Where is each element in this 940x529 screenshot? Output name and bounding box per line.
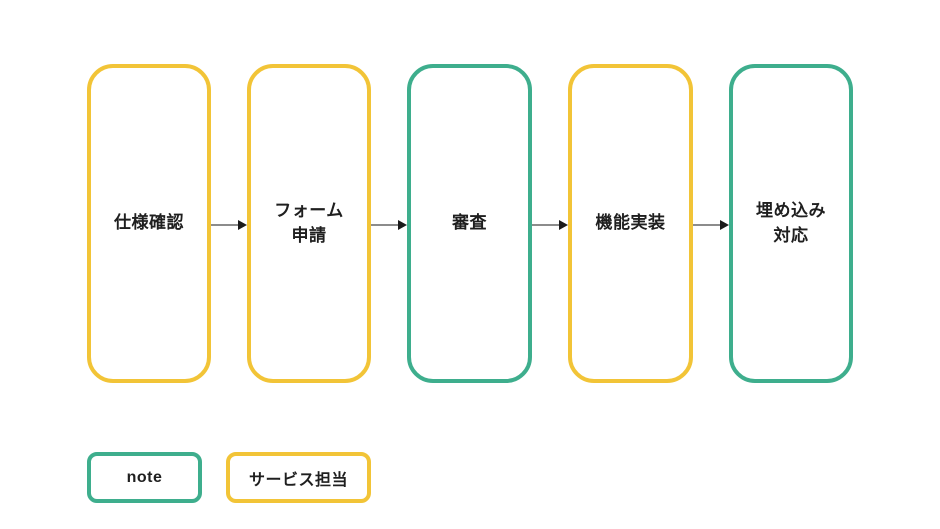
flow-arrow xyxy=(211,219,247,231)
flow-node-2: フォーム 申請 xyxy=(247,64,371,383)
legend-item-label: サービス担当 xyxy=(248,471,348,489)
arrow-line xyxy=(532,224,562,226)
arrow-line xyxy=(211,224,241,226)
arrow-head-icon xyxy=(398,220,407,230)
flow-node-label: フォーム 申請 xyxy=(274,200,344,245)
arrow-head-icon xyxy=(238,220,247,230)
flow-node-label: 仕様確認 xyxy=(114,213,184,233)
flow-arrow xyxy=(532,219,568,231)
flow-arrow xyxy=(371,219,407,231)
legend-item-service: サービス担当 xyxy=(226,452,371,503)
flow-node-label: 審査 xyxy=(452,213,487,233)
flow-arrow xyxy=(693,219,729,231)
flow-node-3: 審査 xyxy=(407,64,532,383)
flow-node-label: 埋め込み 対応 xyxy=(756,200,826,245)
arrow-head-icon xyxy=(559,220,568,230)
legend-item-note: note xyxy=(87,452,202,503)
arrow-line xyxy=(371,224,401,226)
flow-node-1: 仕様確認 xyxy=(87,64,211,383)
arrow-head-icon xyxy=(720,220,729,230)
flow-node-label: 機能実装 xyxy=(595,213,666,233)
flow-node-4: 機能実装 xyxy=(568,64,693,383)
legend-item-label: note xyxy=(126,468,163,486)
arrow-line xyxy=(693,224,723,226)
flow-node-5: 埋め込み 対応 xyxy=(729,64,853,383)
